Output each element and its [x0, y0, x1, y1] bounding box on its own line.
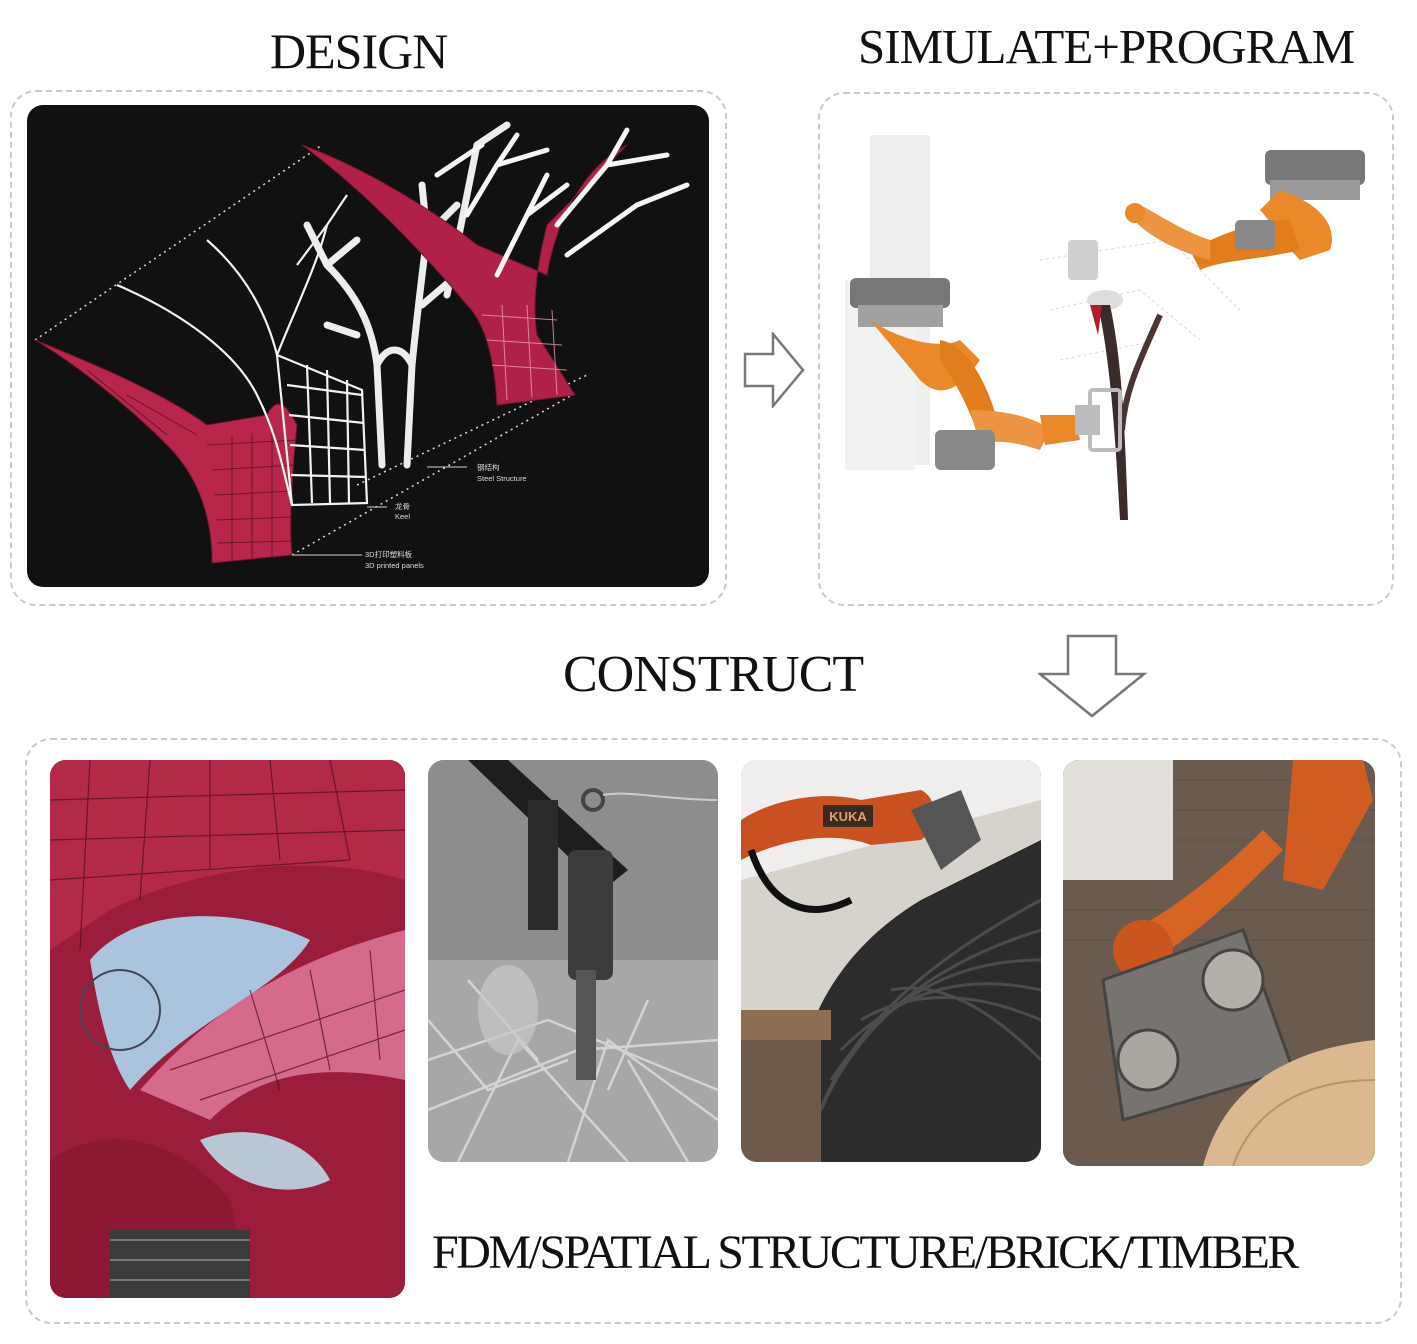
construct-heading: CONSTRUCT [563, 646, 864, 703]
robot-right [1068, 150, 1365, 310]
fdm-panel-layer [34, 339, 298, 564]
pink-tree-layer [301, 144, 628, 406]
panels-label-cn: 3D打印塑料板 [365, 550, 413, 559]
steel-label-en: Steel Structure [477, 474, 527, 483]
construction-methods-caption: FDM/SPATIAL STRUCTURE/BRICK/TIMBER [432, 1226, 1299, 1279]
design-heading: DESIGN [270, 23, 448, 79]
construct-panel [25, 738, 1402, 1324]
kuka-brand-plate [823, 805, 873, 827]
simulate-panel [818, 92, 1394, 606]
design-panel [10, 90, 727, 606]
robot-left [850, 278, 1100, 470]
robotic-brick-wall-photo: KUKA [741, 760, 1041, 1162]
design-diagram-image: 钢结构 Steel Structure 龙骨 Keel 3D打印塑料板 3D p… [27, 105, 709, 587]
simulate-program-heading: SIMULATE+PROGRAM [858, 19, 1355, 74]
steel-label-cn: 钢结构 [477, 463, 500, 472]
panels-label-en: 3D printed panels [365, 561, 424, 570]
robotic-timber-photo [1063, 760, 1375, 1166]
fdm-pavilion-photo [50, 760, 405, 1298]
kuka-brand-label: KUKA [829, 809, 867, 824]
keel-label-en: Keel [395, 512, 411, 521]
robot-simulation-image [840, 110, 1380, 530]
keel-label-cn: 龙骨 [395, 502, 410, 511]
right-arrow-icon [743, 332, 805, 408]
spatial-structure-photo [428, 760, 718, 1162]
structure-layers-diagram [34, 121, 690, 564]
keel-layer [116, 194, 369, 507]
down-arrow-icon [1038, 634, 1148, 718]
timber-member [1088, 305, 1163, 520]
